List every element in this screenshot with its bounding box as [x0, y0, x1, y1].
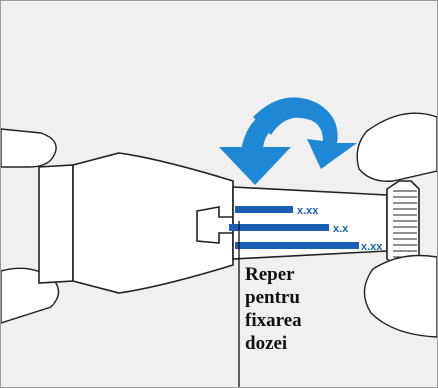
- label-line-3: fixarea: [245, 310, 302, 331]
- dose-mark-3: x.xx: [361, 241, 383, 253]
- pen-body: [38, 152, 234, 294]
- dose-bar-3: [235, 242, 359, 249]
- curved-rotation-arrow-icon: [219, 97, 357, 185]
- dose-bar-1: [235, 206, 293, 213]
- dose-bar-2: [229, 224, 329, 231]
- dose-mark-1: x.xx: [297, 205, 319, 217]
- label-line-2: pentru: [245, 287, 300, 308]
- dose-scale: x.xx x.x x.xx: [229, 205, 383, 253]
- dose-setting-label: Reper pentru fixarea dozei: [245, 263, 355, 355]
- label-line-1: Reper: [245, 264, 295, 285]
- right-hand: [356, 112, 437, 338]
- label-line-4: dozei: [245, 333, 288, 354]
- dose-mark-2: x.x: [333, 223, 349, 235]
